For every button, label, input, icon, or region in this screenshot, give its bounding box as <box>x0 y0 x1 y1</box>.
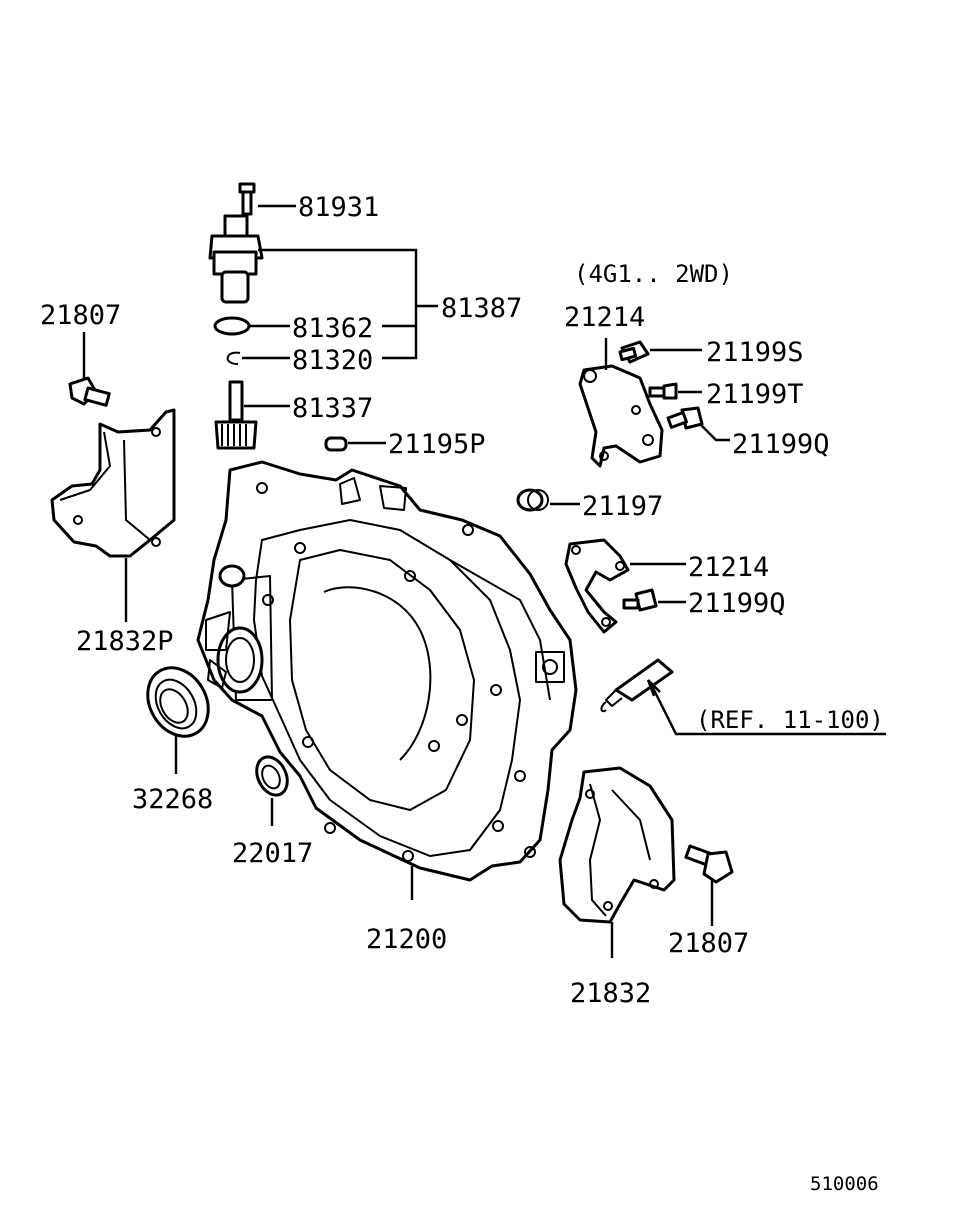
part-label-81337: 81337 <box>292 393 373 424</box>
bolt-21199T[interactable] <box>648 382 678 400</box>
part-label-21199T: 21199T <box>706 379 804 410</box>
part-label-21807-left: 21807 <box>40 300 121 331</box>
part-label-32268: 32268 <box>132 784 213 815</box>
part-label-21832: 21832 <box>570 978 651 1009</box>
bolt-21199Q-upper[interactable] <box>666 406 704 430</box>
o-ring[interactable] <box>213 316 251 336</box>
drawing-number: 510006 <box>810 1173 879 1195</box>
bolt-right[interactable] <box>684 844 734 884</box>
spacer-21197[interactable] <box>516 488 549 512</box>
part-label-21199S: 21199S <box>706 337 804 368</box>
speed-sensor-bolt[interactable] <box>238 182 256 216</box>
part-label-21199Q-upper: 21199Q <box>732 429 830 460</box>
dowel-pin[interactable] <box>324 436 348 452</box>
part-label-21197: 21197 <box>582 491 663 522</box>
plate-lower[interactable] <box>564 538 630 634</box>
part-label-81320: 81320 <box>292 345 373 376</box>
part-label-21214-lower: 21214 <box>688 552 769 583</box>
bracket-left[interactable] <box>50 408 176 558</box>
oil-seal-large[interactable] <box>136 657 220 747</box>
bolt-21199Q-lower[interactable] <box>622 588 658 612</box>
clip[interactable] <box>226 351 241 365</box>
bracket-right[interactable] <box>558 766 676 924</box>
part-label-21199Q-lower: 21199Q <box>688 588 786 619</box>
part-label-81387: 81387 <box>441 293 522 324</box>
speed-sensor[interactable] <box>208 214 264 304</box>
part-label-21200: 21200 <box>366 924 447 955</box>
part-label-21807-right: 21807 <box>668 928 749 959</box>
driven-gear[interactable] <box>214 380 258 450</box>
part-label-21832P: 21832P <box>76 626 174 657</box>
part-label-21195P: 21195P <box>388 429 486 460</box>
part-label-81362: 81362 <box>292 313 373 344</box>
transaxle-case[interactable] <box>196 460 578 882</box>
plate-upper[interactable] <box>578 364 664 468</box>
part-label-21214-upper: 21214 <box>564 302 645 333</box>
reference-note: (REF. 11-100) <box>696 706 884 734</box>
oil-seal-small[interactable] <box>251 752 293 800</box>
sealant-tube[interactable] <box>600 658 674 713</box>
part-label-81931: 81931 <box>298 192 379 223</box>
part-label-22017: 22017 <box>232 838 313 869</box>
variant-note: (4G1.. 2WD) <box>574 260 733 288</box>
bolt-left[interactable] <box>68 376 111 407</box>
bolt-21199S[interactable] <box>618 340 650 364</box>
